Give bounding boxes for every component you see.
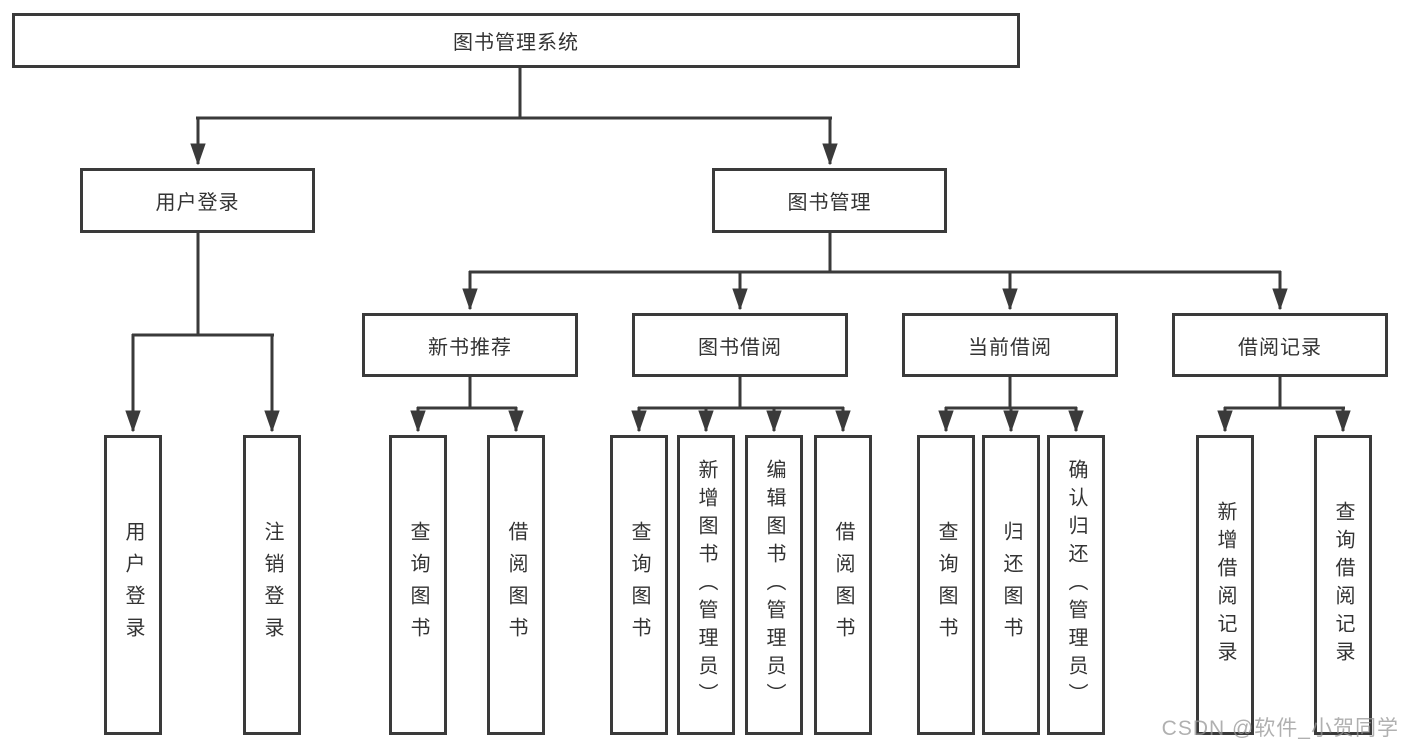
leaf-borrow-books-1: 借阅图书 xyxy=(487,435,545,735)
node-label: 新增借阅记录 xyxy=(1214,501,1236,669)
csdn-watermark: CSDN @软件_小贺同学 xyxy=(1161,717,1399,740)
node-user-login: 用户登录 xyxy=(80,168,315,233)
node-label: 编辑图书（管理员） xyxy=(763,459,785,711)
leaf-user-login: 用户登录 xyxy=(104,435,162,735)
node-new-book-recommend: 新书推荐 xyxy=(362,313,578,377)
node-borrowing-records: 借阅记录 xyxy=(1172,313,1388,377)
node-label: 用户登录 xyxy=(122,521,144,649)
leaf-logout: 注销登录 xyxy=(243,435,301,735)
node-label: 查询图书 xyxy=(407,521,429,649)
node-label: 图书借阅 xyxy=(698,336,782,359)
node-label: 归还图书 xyxy=(1000,521,1022,649)
node-label: 确认归还（管理员） xyxy=(1065,459,1087,711)
node-label: 借阅图书 xyxy=(505,521,527,649)
leaf-edit-book-admin: 编辑图书（管理员） xyxy=(745,435,803,735)
node-label: 借阅图书 xyxy=(832,521,854,649)
node-label: 图书管理 xyxy=(787,192,872,214)
leaf-add-borrow-record: 新增借阅记录 xyxy=(1196,435,1254,735)
node-label: 查询借阅记录 xyxy=(1332,501,1354,669)
node-book-management: 图书管理 xyxy=(712,168,947,233)
node-label: 借阅记录 xyxy=(1238,336,1322,359)
node-library-management-system: 图书管理系统 xyxy=(12,13,1020,68)
leaf-query-borrow-record: 查询借阅记录 xyxy=(1314,435,1372,735)
node-label: 新增图书（管理员） xyxy=(695,459,717,711)
leaf-query-books-2: 查询图书 xyxy=(610,435,668,735)
node-label: 用户登录 xyxy=(155,192,240,214)
node-label: 图书管理系统 xyxy=(453,32,579,54)
node-current-borrowing: 当前借阅 xyxy=(902,313,1118,377)
leaf-confirm-return-admin: 确认归还（管理员） xyxy=(1047,435,1105,735)
node-label: 新书推荐 xyxy=(428,336,512,359)
leaf-query-books-1: 查询图书 xyxy=(389,435,447,735)
leaf-add-book-admin: 新增图书（管理员） xyxy=(677,435,735,735)
leaf-return-book: 归还图书 xyxy=(982,435,1040,735)
node-label: 查询图书 xyxy=(628,521,650,649)
node-book-borrowing: 图书借阅 xyxy=(632,313,848,377)
leaf-borrow-books-2: 借阅图书 xyxy=(814,435,872,735)
node-label: 注销登录 xyxy=(261,521,283,649)
leaf-query-books-3: 查询图书 xyxy=(917,435,975,735)
node-label: 当前借阅 xyxy=(968,336,1052,359)
node-label: 查询图书 xyxy=(935,521,957,649)
